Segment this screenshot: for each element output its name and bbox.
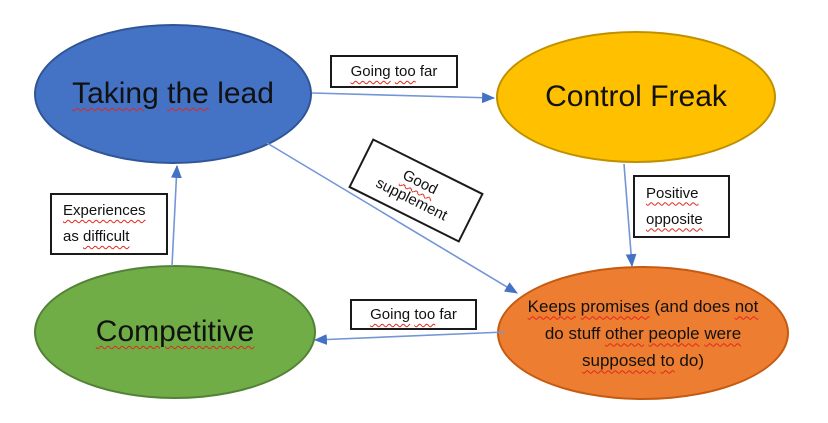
keeps-promises-line-1: Keeps promises (and does not xyxy=(527,296,759,316)
spellcheck-squiggle: Positive xyxy=(646,184,699,202)
spellcheck-squiggle: not xyxy=(734,296,759,316)
node-competitive[interactable]: Competitive xyxy=(34,265,316,399)
label-going-too-far-top[interactable]: Going too far xyxy=(330,55,458,88)
label-line-2: as difficult xyxy=(63,228,130,245)
node-label-keeps-promises: Keeps promises (and does not do stuff ot… xyxy=(499,293,787,374)
label-line-1: Positive xyxy=(646,181,728,207)
node-label-taking-the-lead: Taking the lead xyxy=(72,77,274,110)
spellcheck-squiggle: Going xyxy=(350,63,391,80)
spellcheck-squiggle: opposite xyxy=(646,210,703,228)
label-line-1: Experiences xyxy=(63,198,166,224)
node-keeps-promises[interactable]: Keeps promises (and does not do stuff ot… xyxy=(497,266,789,400)
node-label-competitive: Competitive xyxy=(36,315,314,349)
connector-controlfreak-to-keepspromises[interactable] xyxy=(623,163,637,268)
spellcheck-squiggle: people xyxy=(648,323,700,343)
spellcheck-squiggle: other xyxy=(605,323,644,343)
label-line-2: opposite xyxy=(646,207,728,233)
label-experiences-as-difficult[interactable]: Experiences as difficult xyxy=(50,193,168,255)
keeps-promises-line-2: do stuff other people were xyxy=(544,323,742,343)
spellcheck-squiggle: Competitive xyxy=(95,315,255,348)
spellcheck-squiggle: too xyxy=(394,63,416,80)
node-taking-the-lead[interactable]: Taking the lead xyxy=(34,24,312,164)
spellcheck-squiggle: supposed xyxy=(582,350,656,370)
connector-lead-to-controlfreak[interactable] xyxy=(311,92,496,104)
spellcheck-squiggle: Taking xyxy=(72,77,159,110)
spellcheck-squiggle: too xyxy=(414,306,436,323)
spellcheck-squiggle: Experiences xyxy=(63,202,146,219)
spellcheck-squiggle: were xyxy=(704,323,742,343)
connector-keepspromises-to-competitive[interactable] xyxy=(313,331,506,345)
spellcheck-squiggle: Keeps xyxy=(527,296,576,316)
spellcheck-squiggle: Going xyxy=(370,306,411,323)
spellcheck-squiggle: to xyxy=(660,350,675,370)
label-positive-opposite[interactable]: Positive opposite xyxy=(633,175,730,238)
node-label-control-freak: Control Freak xyxy=(545,80,727,113)
spellcheck-squiggle: the xyxy=(167,77,209,110)
label-text: Going too far xyxy=(350,63,438,80)
label-text: Going too far xyxy=(370,306,457,323)
label-good-supplement[interactable]: Good supplement xyxy=(348,138,484,243)
spellcheck-squiggle: difficult xyxy=(83,228,130,245)
node-control-freak[interactable]: Control Freak xyxy=(496,31,776,163)
spellcheck-squiggle: promises xyxy=(580,296,650,316)
keeps-promises-line-3: supposed to do) xyxy=(582,350,704,370)
connector-competitive-to-lead[interactable] xyxy=(170,164,182,267)
label-going-too-far-bottom[interactable]: Going too far xyxy=(350,299,477,330)
